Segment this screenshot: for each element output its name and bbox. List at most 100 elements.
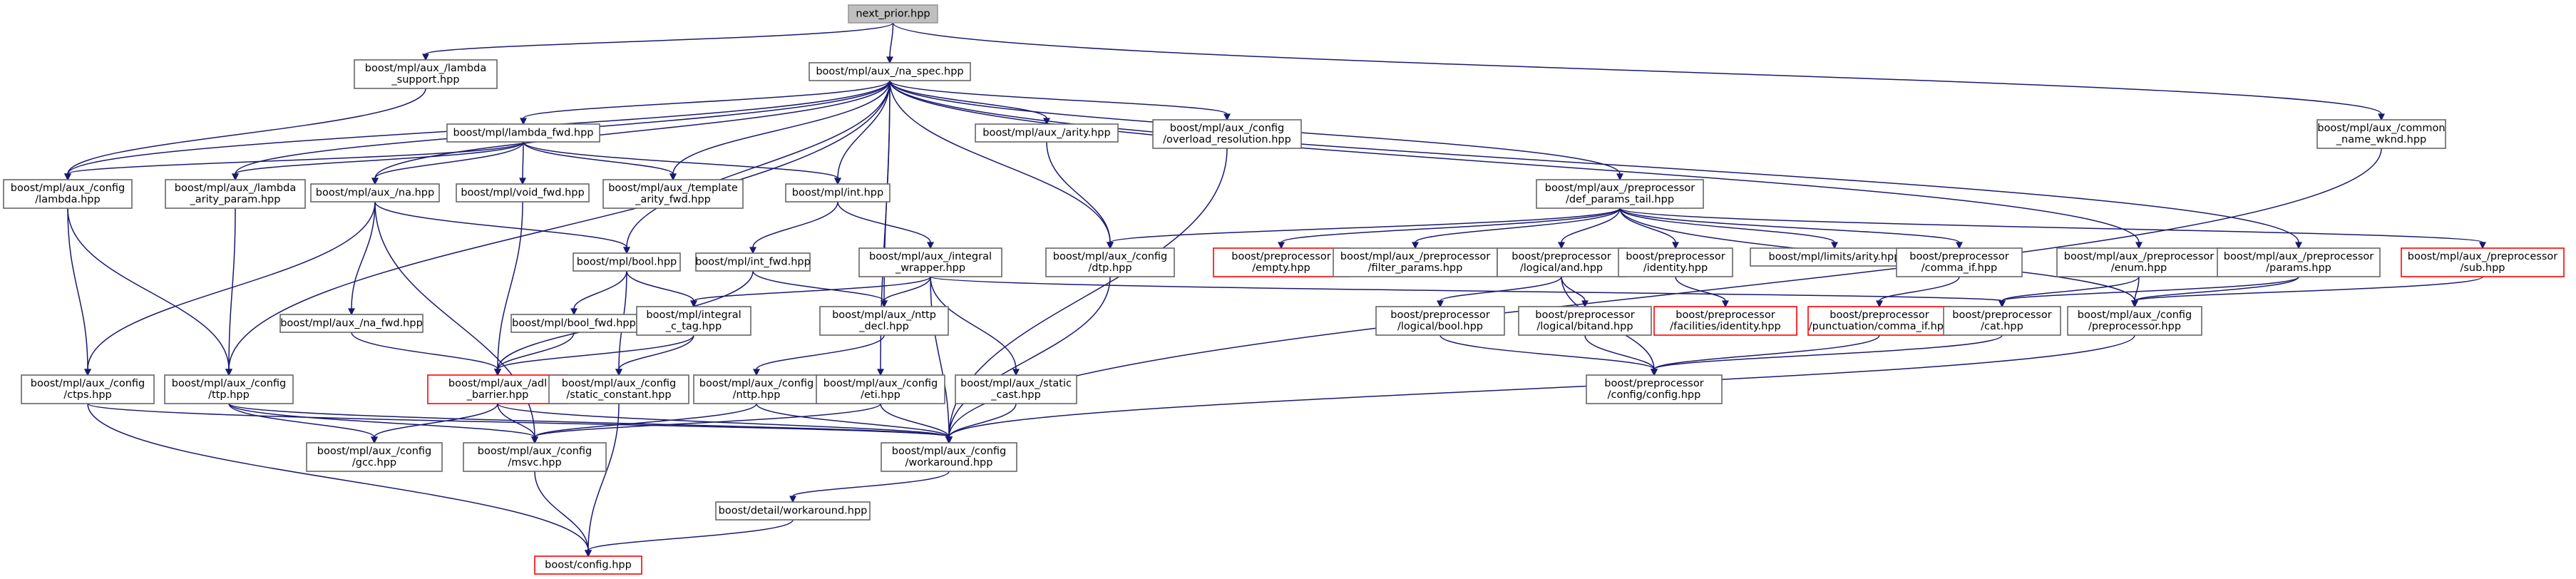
- node-cfg_ctps[interactable]: boost/mpl/aux_/config/ctps.hpp: [21, 374, 155, 404]
- node-box: [636, 306, 751, 336]
- node-label-line: boost/mpl/bool.hpp: [577, 257, 677, 268]
- node-label-line: /empty.hpp: [1252, 262, 1310, 274]
- edge-line: [792, 471, 950, 497]
- node-filter_params[interactable]: boost/mpl/aux_/preprocessor/filter_param…: [1333, 247, 1498, 277]
- edge-arrowhead: [749, 247, 756, 255]
- edge-na-to-cfg_ctps: [84, 201, 376, 376]
- edge-integral_c_tag-to-static_constant: [615, 334, 694, 376]
- node-na_spec[interactable]: boost/mpl/aux_/na_spec.hpp: [809, 62, 971, 81]
- node-cfg_msvc[interactable]: boost/mpl/aux_/config/msvc.hpp: [463, 442, 607, 472]
- edge-arrowhead: [615, 369, 622, 376]
- edge-cfg_dtp-to-cfg_workaround: [945, 276, 1111, 444]
- node-facilities_identity[interactable]: boost/preprocessor/facilities/identity.h…: [1653, 306, 1797, 336]
- node-na[interactable]: boost/mpl/aux_/na.hpp: [310, 183, 440, 203]
- node-pp_empty[interactable]: boost/preprocessor/empty.hpp: [1213, 247, 1350, 277]
- node-int_fwd[interactable]: boost/mpl/int_fwd.hpp: [695, 252, 811, 272]
- node-label-line: boost/mpl/void_fwd.hpp: [461, 188, 584, 199]
- edge-line: [573, 270, 627, 309]
- edge-line: [534, 471, 589, 551]
- node-bool_fwd[interactable]: boost/mpl/bool_fwd.hpp: [510, 314, 637, 333]
- node-template_arity_fwd[interactable]: boost/mpl/aux_/template_arity_fwd.hpp: [602, 179, 744, 209]
- node-comma_if[interactable]: boost/preprocessor/comma_if.hpp: [1896, 247, 2023, 277]
- node-cfg_eti[interactable]: boost/mpl/aux_/config/eti.hpp: [816, 374, 945, 404]
- node-cfg_preprocessor[interactable]: boost/mpl/aux_/config/preprocessor.hpp: [2067, 306, 2202, 336]
- edge-line: [889, 80, 1111, 243]
- edge-line: [523, 141, 838, 179]
- edge-detail_workaround-to-boost_config: [585, 519, 794, 558]
- node-cfg_lambda[interactable]: boost/mpl/aux_/config/lambda.hpp: [3, 179, 133, 209]
- node-pp_config[interactable]: boost/preprocessor/config/config.hpp: [1586, 374, 1723, 404]
- node-box: [785, 183, 891, 203]
- node-detail_workaround[interactable]: boost/detail/workaround.hpp: [715, 501, 871, 521]
- edge-cfg_ctps-to-boost_config: [87, 403, 592, 558]
- node-static_cast[interactable]: boost/mpl/aux_/static_cast.hpp: [955, 374, 1077, 404]
- node-label-line: _name_wknd.hpp: [2336, 134, 2426, 145]
- node-cfg_nttp[interactable]: boost/mpl/aux_/config/nttp.hpp: [693, 374, 820, 404]
- node-common_name_wknd[interactable]: boost/mpl/aux_/common_name_wknd.hpp: [2316, 119, 2446, 149]
- edge-logical_bitand-to-pp_config: [1584, 334, 1658, 376]
- node-cfg_ttp[interactable]: boost/mpl/aux_/config/ttp.hpp: [164, 374, 294, 404]
- edge-line: [752, 201, 838, 248]
- node-pp_cat[interactable]: boost/preprocessor/cat.hpp: [1943, 306, 2061, 336]
- node-logical_bool[interactable]: boost/preprocessor/logical/bool.hpp: [1375, 306, 1505, 336]
- edge-arrowhead: [1223, 113, 1231, 121]
- node-def_params_tail[interactable]: boost/mpl/aux_/preprocessor/def_params_t…: [1536, 179, 1704, 209]
- node-next_prior[interactable]: next_prior.hpp: [848, 4, 938, 24]
- edge-cfg_ttp-to-cfg_msvc: [228, 403, 538, 444]
- node-int[interactable]: boost/mpl/int.hpp: [785, 183, 891, 203]
- node-void_fwd[interactable]: boost/mpl/void_fwd.hpp: [456, 183, 590, 203]
- node-cfg_workaround[interactable]: boost/mpl/aux_/config/workaround.hpp: [881, 442, 1017, 472]
- node-logical_and[interactable]: boost/preprocessor/logical/and.hpp: [1497, 247, 1626, 277]
- node-pp_identity[interactable]: boost/preprocessor/identity.hpp: [1618, 247, 1733, 277]
- node-lambda_arity_param[interactable]: boost/mpl/aux_/lambda_arity_param.hpp: [165, 179, 306, 209]
- node-label-line: /logical/bitand.hpp: [1536, 321, 1633, 332]
- node-box: [21, 374, 155, 404]
- node-label-line: boost/mpl/aux_/config: [892, 446, 1006, 457]
- node-pp_params[interactable]: boost/mpl/aux_/preprocessor/params.hpp: [2217, 247, 2381, 277]
- edge-arrowhead: [1107, 242, 1114, 250]
- node-bool[interactable]: boost/mpl/bool.hpp: [573, 252, 681, 272]
- node-logical_bitand[interactable]: boost/preprocessor/logical/bitand.hpp: [1518, 306, 1652, 336]
- edge-adl_barrier-to-cfg_gcc: [371, 403, 498, 444]
- node-limits_arity[interactable]: boost/mpl/limits/arity.hpp: [1750, 247, 1919, 267]
- node-lambda_support[interactable]: boost/mpl/aux_/lambda_support.hpp: [354, 59, 498, 89]
- node-nttp_decl[interactable]: boost/mpl/aux_/nttp_decl.hpp: [819, 306, 949, 336]
- node-integral_c_tag[interactable]: boost/mpl/integral_c_tag.hpp: [636, 306, 751, 336]
- node-box: [1653, 306, 1797, 336]
- node-integral_wrapper[interactable]: boost/mpl/aux_/integral_wrapper.hpp: [858, 247, 1002, 277]
- node-boost_config[interactable]: boost/config.hpp: [534, 555, 642, 575]
- edge-arrowhead: [84, 369, 91, 376]
- node-label-line: /punctuation/comma_if.hpp: [1809, 321, 1950, 332]
- node-label-line: _support.hpp: [391, 74, 459, 86]
- node-label-line: _wrapper.hpp: [895, 262, 965, 274]
- node-label-line: boost/preprocessor: [1676, 309, 1775, 321]
- node-cfg_dtp[interactable]: boost/mpl/aux_/config/dtp.hpp: [1045, 247, 1175, 277]
- node-overload_resolution[interactable]: boost/mpl/aux_/config/overload_resolutio…: [1152, 119, 1302, 149]
- edge-line: [880, 403, 950, 438]
- node-cfg_gcc[interactable]: boost/mpl/aux_/config/gcc.hpp: [306, 442, 443, 472]
- edge-next_prior-to-na_spec: [886, 22, 894, 64]
- node-label-line: boost/mpl/aux_/preprocessor: [1340, 251, 1490, 262]
- node-label-line: boost/mpl/aux_/config: [562, 378, 676, 389]
- node-pp_sub[interactable]: boost/mpl/aux_/preprocessor/sub.hpp: [2401, 247, 2565, 277]
- edge-arrowhead: [1651, 369, 1658, 376]
- node-label-line: /sub.hpp: [2460, 262, 2505, 274]
- edge-lambda_fwd-to-lambda_arity_param: [232, 141, 524, 181]
- edge-arrowhead: [1412, 242, 1419, 250]
- node-box: [975, 123, 1119, 143]
- node-lambda_fwd[interactable]: boost/mpl/lambda_fwd.hpp: [446, 123, 600, 143]
- node-pp_enum[interactable]: boost/mpl/aux_/preprocessor/enum.hpp: [2056, 247, 2222, 277]
- edge-line: [235, 141, 524, 175]
- node-label-line: boost/mpl/aux_/adl: [448, 378, 547, 389]
- node-na_fwd[interactable]: boost/mpl/aux_/na_fwd.hpp: [279, 314, 424, 333]
- edge-arrowhead: [422, 53, 429, 61]
- file-nodes: next_prior.hpp boost/mpl/aux_/lambda_supp…: [3, 4, 2565, 575]
- node-adl_barrier[interactable]: boost/mpl/aux_/adl_barrier.hpp: [427, 374, 568, 404]
- node-arity[interactable]: boost/mpl/aux_/arity.hpp: [975, 123, 1119, 143]
- node-box: [819, 306, 949, 336]
- edge-line: [228, 207, 236, 370]
- node-static_constant[interactable]: boost/mpl/aux_/config/static_constant.hp…: [548, 374, 689, 404]
- edge-arrowhead: [690, 300, 697, 308]
- node-punct_comma_if[interactable]: boost/preprocessor/punctuation/comma_if.…: [1807, 306, 1951, 336]
- edge-line: [425, 22, 894, 55]
